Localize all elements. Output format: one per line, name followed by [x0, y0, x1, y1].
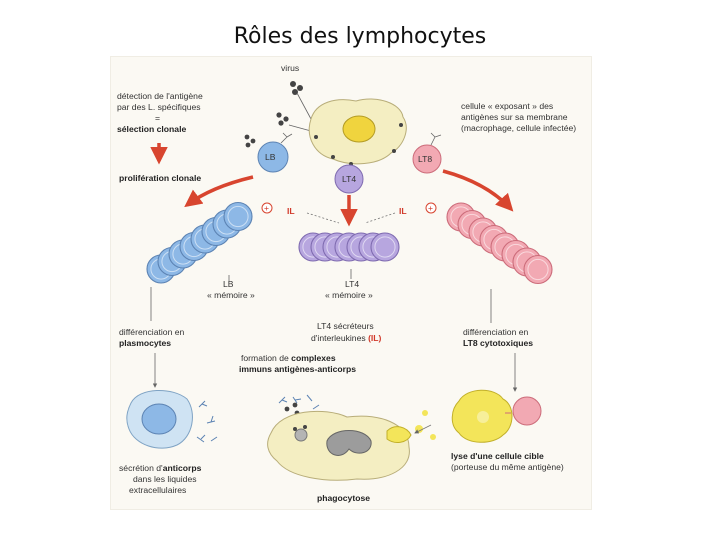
svg-text:par des L. spécifiques: par des L. spécifiques [117, 102, 201, 112]
diagram-canvas: détection de l'antigène par des L. spéci… [117, 63, 576, 503]
lb-cell: LB [257, 132, 293, 173]
immune-complexes [278, 394, 320, 430]
svg-text:« mémoire »: « mémoire » [207, 290, 255, 300]
svg-text:+: + [428, 203, 433, 213]
lt4-cell: LT4 [334, 164, 364, 194]
slide-title: Rôles des lymphocytes [233, 24, 487, 49]
svg-text:LT8 cytotoxiques: LT8 cytotoxiques [463, 338, 533, 348]
lb-clone-cell-ring [227, 205, 249, 228]
lt8-cytotoxic-text: différenciation en LT8 cytotoxiques [463, 327, 533, 348]
svg-text:cellule « exposant » des: cellule « exposant » des [461, 101, 553, 111]
lb-memory-label: LB « mémoire » [207, 275, 255, 300]
plasmocytes-text: différenciation en plasmocytes [119, 327, 185, 348]
svg-text:différenciation en: différenciation en [463, 327, 529, 337]
cytotoxic-lt8-cell [505, 396, 542, 426]
svg-text:dans les liquides: dans les liquides [133, 474, 197, 484]
lymphocyte-roles-figure: détection de l'antigène par des L. spéci… [110, 56, 592, 510]
lt4-secretors-text: LT4 sécréteurs d'interleukines (IL) [311, 321, 382, 343]
svg-text:détection de l'antigène: détection de l'antigène [117, 91, 203, 101]
detection-text: détection de l'antigène par des L. spéci… [117, 91, 203, 134]
arrow-to-lb-clone [184, 175, 254, 208]
svg-text:immuns antigènes-anticorps: immuns antigènes-anticorps [239, 364, 356, 374]
arrow-to-phagocyte [414, 424, 432, 434]
svg-text:formation de complexes: formation de complexes [241, 353, 336, 363]
svg-text:=: = [155, 113, 160, 123]
svg-text:LT4 sécréteurs: LT4 sécréteurs [317, 321, 374, 331]
il-signal-right: + IL [364, 202, 437, 224]
svg-text:IL: IL [287, 206, 295, 216]
svg-text:+: + [264, 203, 269, 213]
lt4-memory-label: LT4 « mémoire » [325, 269, 373, 300]
lysis-text: lyse d'une cellule cible (porteuse du mê… [451, 451, 564, 472]
svg-text:LT8: LT8 [418, 154, 432, 164]
svg-text:d'interleukines (IL): d'interleukines (IL) [311, 333, 382, 343]
svg-text:LB: LB [223, 279, 234, 289]
antigen-presenting-cell [308, 98, 407, 166]
complexes-text: formation de complexes immuns antigènes-… [239, 353, 356, 374]
svg-text:plasmocytes: plasmocytes [119, 338, 171, 348]
infected-target-cell [386, 389, 513, 443]
svg-text:IL: IL [399, 206, 407, 216]
svg-text:(porteuse du même antigène): (porteuse du même antigène) [451, 462, 564, 472]
apc-text: cellule « exposant » des antigènes sur s… [461, 101, 576, 133]
svg-text:sélection clonale: sélection clonale [117, 124, 186, 134]
lt8-cell: LT8 [412, 132, 442, 174]
svg-text:LT4: LT4 [342, 174, 356, 184]
antibody-secretion-text: sécrétion d'anticorps dans les liquides … [119, 463, 202, 495]
svg-text:« mémoire »: « mémoire » [325, 290, 373, 300]
lt4-clone [298, 232, 400, 262]
lt4-clone-cell-ring [374, 236, 396, 258]
svg-text:extracellulaires: extracellulaires [129, 485, 186, 495]
phagocyte-cell [267, 410, 410, 481]
il-signal-left: + IL [261, 202, 340, 224]
virus-icon [244, 81, 312, 148]
svg-text:lyse d'une cellule cible: lyse d'une cellule cible [451, 451, 544, 461]
virus-label: virus [281, 63, 299, 73]
svg-text:LT4: LT4 [345, 279, 359, 289]
lt8-clone-cell-ring [527, 258, 549, 281]
svg-text:LB: LB [265, 152, 276, 162]
svg-text:différenciation en: différenciation en [119, 327, 185, 337]
lt8-clone [446, 202, 553, 285]
lb-clone [146, 201, 253, 284]
svg-text:sécrétion d'anticorps: sécrétion d'anticorps [119, 463, 202, 473]
arrow-to-lt8-clone [442, 169, 514, 212]
proliferation-label: prolifération clonale [119, 173, 201, 183]
svg-text:(macrophage, cellule infectée): (macrophage, cellule infectée) [461, 123, 576, 133]
svg-text:antigènes sur sa membrane: antigènes sur sa membrane [461, 112, 568, 122]
plasmocyte-cell [126, 389, 218, 449]
phagocytose-label: phagocytose [317, 493, 370, 503]
